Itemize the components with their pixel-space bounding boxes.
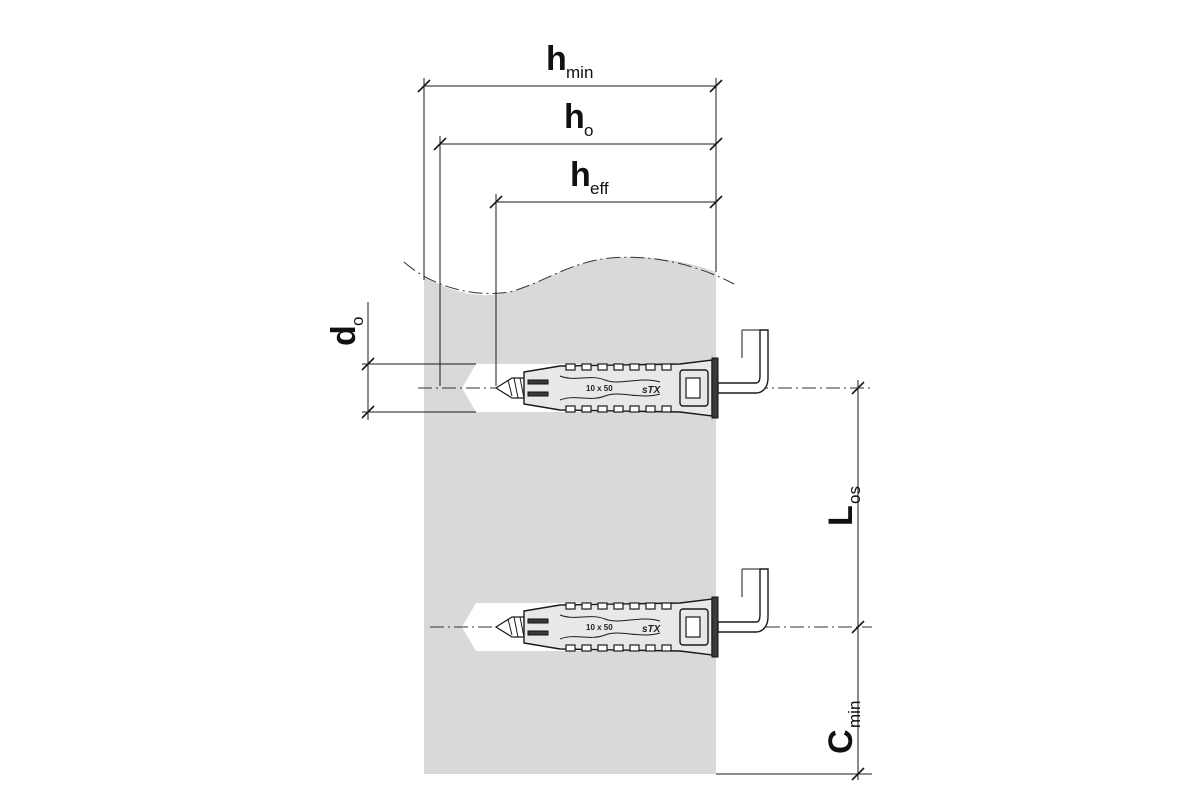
label-L-os: L [822, 505, 860, 526]
anchor-ribs [565, 602, 672, 652]
anchor-top: 10 x 50 sTX [494, 329, 769, 419]
dimension-h-o: h o [433, 98, 723, 386]
anchor-brand-marking: sTX [642, 385, 662, 396]
anchor-ribs [565, 363, 672, 413]
label-C-min: C [822, 729, 860, 754]
dimension-h-min: h min [417, 40, 723, 280]
anchor-size-marking: 10 x 50 [586, 384, 613, 393]
label-h-min-sub: min [566, 63, 593, 82]
base-material [424, 256, 716, 774]
break-line [403, 256, 735, 294]
label-h-eff: h [570, 156, 591, 194]
anchor-bottom: 10 x 50 sTX [494, 568, 769, 658]
label-L-os-sub: os [845, 486, 864, 504]
hook-screw [717, 329, 769, 394]
anchor-size-marking: 10 x 50 [586, 623, 613, 632]
label-d-o: d [325, 325, 363, 346]
label-d-o-sub: o [348, 317, 367, 326]
label-h-eff-sub: eff [590, 179, 609, 198]
anchor-brand-marking: sTX [642, 624, 662, 635]
label-h-o-sub: o [584, 121, 593, 140]
dimension-d-o: d o [325, 302, 476, 420]
hook-screw [717, 568, 769, 633]
label-C-min-sub: min [845, 701, 864, 728]
label-h-o: h [564, 98, 585, 136]
label-h-min: h [546, 40, 567, 78]
dimension-L-os: L os [716, 380, 872, 781]
dimension-h-eff: h eff [489, 156, 723, 386]
dimension-C-min: C min [822, 701, 864, 754]
